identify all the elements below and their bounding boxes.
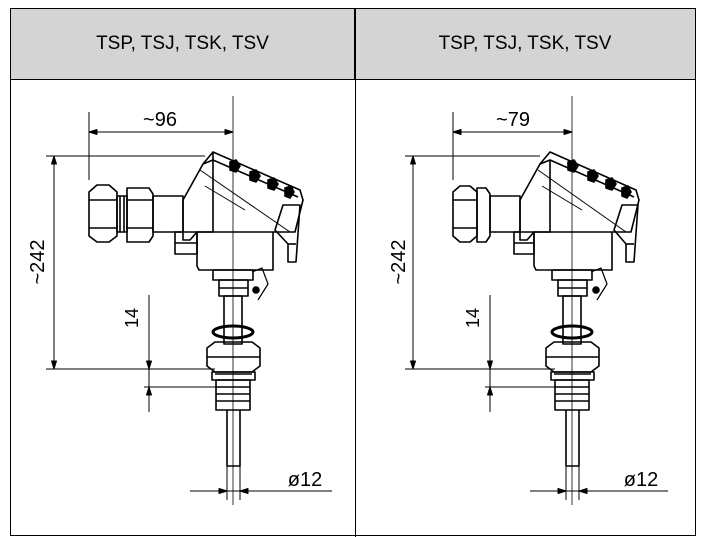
- left-thread-dimension: [144, 295, 218, 412]
- left-thread-label: 14: [122, 308, 142, 328]
- left-height-dimension: [46, 155, 215, 370]
- right-thread-label: 14: [463, 308, 483, 328]
- left-sensor-tube: [226, 410, 241, 467]
- right-diameter-dimension: [530, 466, 668, 500]
- left-neck-assembly: [206, 267, 269, 411]
- left-thermometer-drawing: ~96 ~242 14 ø12: [27, 96, 332, 505]
- left-diameter-label: ø12: [288, 469, 322, 491]
- left-width-label: ~96: [143, 109, 177, 131]
- header-right: TSP, TSJ, TSK, TSV: [355, 9, 695, 79]
- right-height-label: ~242: [388, 239, 410, 284]
- left-width-dimension: [88, 112, 234, 180]
- right-cable-gland: [452, 185, 521, 243]
- right-thread-dimension: [485, 295, 555, 412]
- column-divider: [355, 9, 356, 537]
- header-left: TSP, TSJ, TSK, TSV: [11, 9, 355, 79]
- left-diameter-dimension: [190, 466, 332, 500]
- left-height-label: ~242: [27, 239, 49, 284]
- right-diameter-label: ø12: [624, 469, 658, 491]
- right-neck-assembly: [545, 267, 608, 411]
- right-width-label: ~79: [496, 109, 530, 131]
- right-head-housing: [513, 151, 640, 271]
- drawing-table: TSP, TSJ, TSK, TSV TSP, TSJ, TSK, TSV: [10, 8, 696, 537]
- right-height-dimension: [405, 155, 555, 370]
- left-head-housing: [174, 151, 304, 271]
- header-divider: [11, 79, 695, 80]
- right-width-dimension: [452, 112, 573, 180]
- left-cable-gland: [88, 184, 184, 243]
- right-thermometer-drawing: ~79 ~242 14 ø12: [388, 96, 668, 505]
- right-sensor-tube: [565, 410, 580, 467]
